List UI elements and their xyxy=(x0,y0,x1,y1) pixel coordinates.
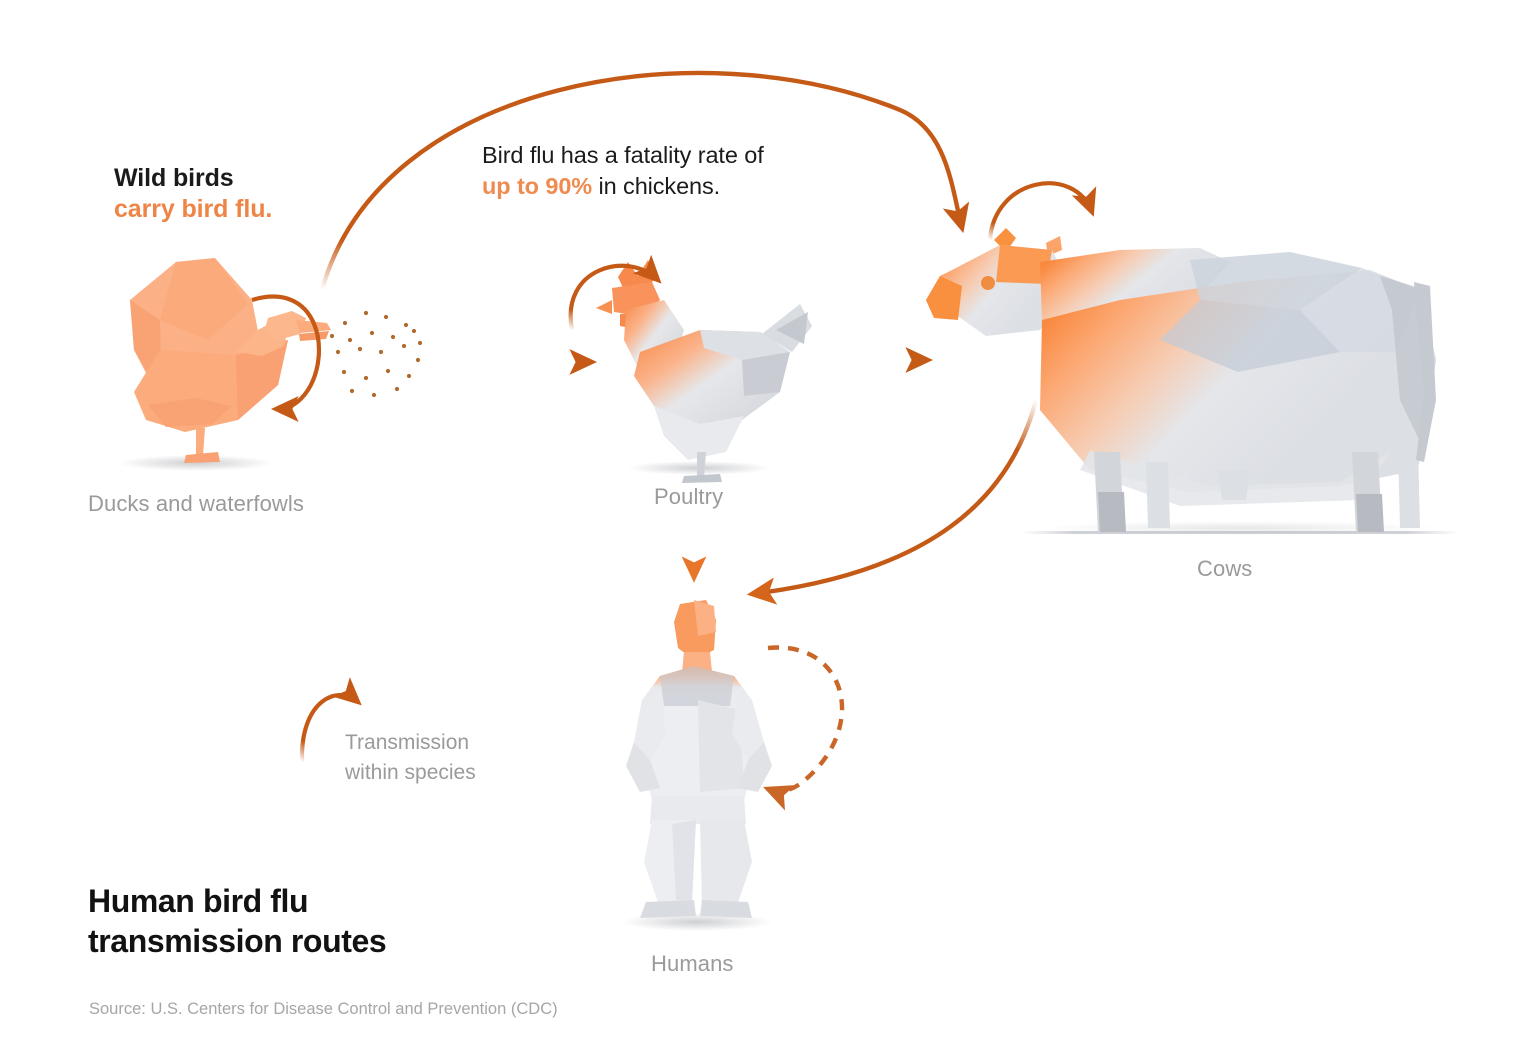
page-title: Human bird flu transmission routes xyxy=(88,881,387,961)
fatality-line2-rest: in chickens. xyxy=(592,173,721,199)
node-label-humans: Humans xyxy=(651,951,734,976)
wild-birds-line1: Wild birds xyxy=(114,164,234,192)
source-credit: Source: U.S. Centers for Disease Control… xyxy=(89,1000,558,1018)
title-line1: Human bird flu xyxy=(88,883,309,919)
wild-birds-annotation: Wild birds carry bird flu. xyxy=(114,163,272,225)
arrow-poultry-self xyxy=(568,254,662,331)
legend-line1: Transmission xyxy=(345,731,470,754)
wild-birds-line2: carry bird flu. xyxy=(114,195,273,223)
duck-icon xyxy=(118,258,331,471)
legend-line2: within species xyxy=(345,761,476,784)
node-label-ducks: Ducks and waterfowls xyxy=(88,491,304,516)
arrow-cows-self xyxy=(987,181,1097,241)
arrow-ducks-self xyxy=(251,294,322,423)
node-label-cows: Cows xyxy=(1197,556,1253,581)
chicken-icon xyxy=(596,260,812,483)
human-icon xyxy=(621,600,773,931)
cow-icon xyxy=(926,228,1460,535)
fatality-line1: Bird flu has a fatality rate of xyxy=(482,142,764,168)
fatality-value: up to 90% xyxy=(482,173,593,199)
fatality-rate-annotation: Bird flu has a fatality rate of up to 90%… xyxy=(482,140,764,202)
arrow-cows-to-humans-arc xyxy=(746,399,1039,605)
title-line2: transmission routes xyxy=(88,923,387,959)
virus-particles-icon xyxy=(329,310,423,398)
arrow-humans-self-dashed xyxy=(763,645,845,811)
legend-label: Transmission within species xyxy=(345,728,476,788)
node-label-poultry: Poultry xyxy=(654,484,724,509)
